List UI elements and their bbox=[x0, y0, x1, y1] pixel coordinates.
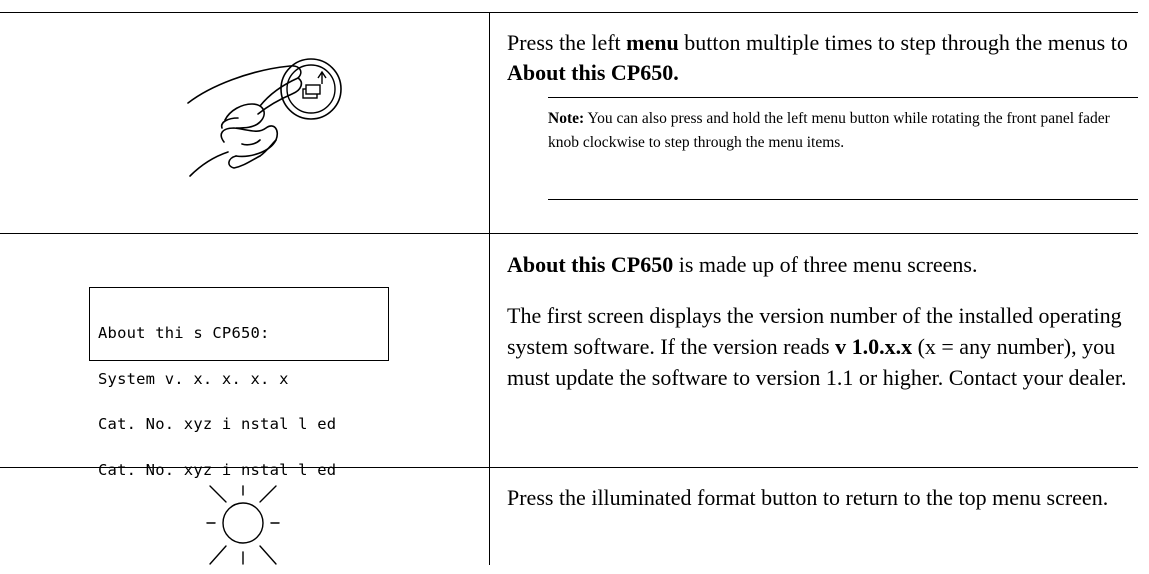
lcd-screen: About thi s CP650: System v. x. x. x. x … bbox=[89, 287, 389, 477]
menu-step-instruction: Press the left menu button multiple time… bbox=[507, 30, 1128, 85]
note-box: Note: You can also press and hold the le… bbox=[548, 107, 1138, 155]
format-button-instruction: Press the illuminated format button to r… bbox=[507, 485, 1109, 510]
note-top-rule bbox=[548, 97, 1138, 98]
table-row-rule-1 bbox=[0, 233, 1138, 234]
finger-pressing-menu-button-icon bbox=[187, 58, 342, 177]
table-top-rule bbox=[0, 12, 1138, 13]
lcd-line-3: Cat. No. xyz i nstal l ed bbox=[98, 415, 337, 433]
table-row-rule-2 bbox=[0, 467, 1138, 468]
note-label: Note: bbox=[548, 110, 585, 127]
illuminated-button-icon bbox=[206, 485, 280, 565]
lcd-line-1: About thi s CP650: bbox=[98, 324, 270, 342]
note-text: You can also press and hold the left men… bbox=[548, 110, 1110, 151]
lcd-line-2: System v. x. x. x. x bbox=[98, 369, 289, 388]
about-screens-paragraph: About this CP650 is made up of three men… bbox=[507, 252, 978, 277]
lcd-line-4: Cat. No. xyz i nstal l ed bbox=[98, 460, 337, 479]
table-column-divider bbox=[489, 12, 490, 565]
version-paragraph: The first screen displays the version nu… bbox=[507, 303, 1127, 390]
note-bottom-rule bbox=[548, 199, 1138, 200]
